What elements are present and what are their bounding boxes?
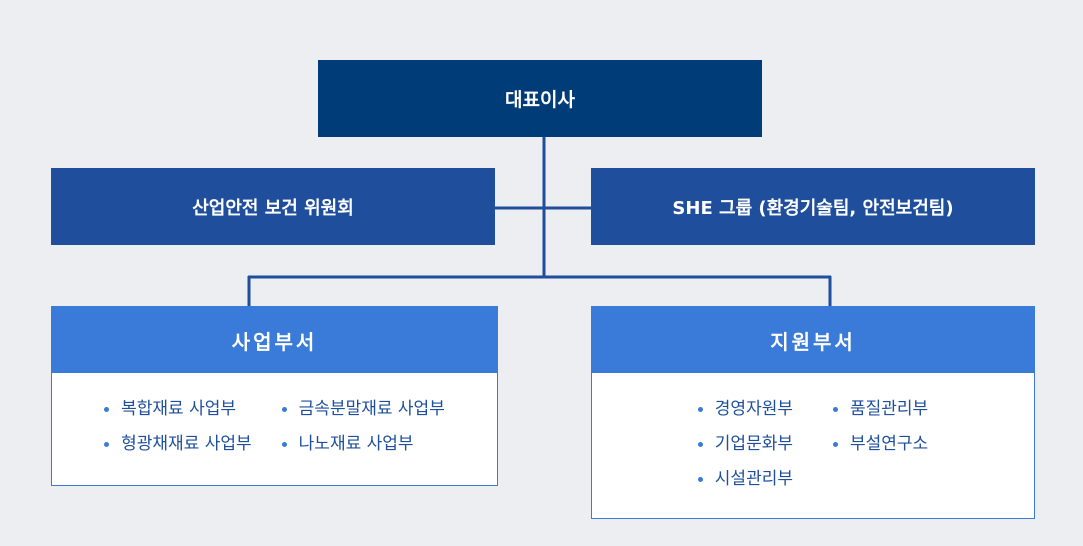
support-division-title: 지원부서 <box>592 307 1034 373</box>
bullet-icon <box>281 407 287 412</box>
list-item-label: 부설연구소 <box>850 434 929 454</box>
list-item-label: 품질관리부 <box>850 399 929 419</box>
list-item-label: 나노재료 사업부 <box>298 434 414 454</box>
list-item: 나노재료 사업부 <box>281 432 445 457</box>
business-division: 사업부서 복합재료 사업부 형광채재료 사업부 금속분말재료 사업부 나노재료 … <box>51 306 498 486</box>
she-group-box: SHE 그룹 (환경기술팀, 안전보건팀) <box>591 168 1035 245</box>
bullet-icon <box>697 477 703 482</box>
list-item: 시설관리부 <box>697 467 793 492</box>
support-column-2: 품질관리부 부설연구소 <box>833 397 928 492</box>
list-item-label: 형광채재료 사업부 <box>121 434 252 454</box>
bullet-icon <box>833 407 838 412</box>
list-item: 기업문화부 <box>697 432 793 457</box>
bullet-icon <box>697 407 703 412</box>
committee-label: 산업안전 보건 위원회 <box>192 197 354 219</box>
support-division: 지원부서 경영자원부 기업문화부 시설관리부 품질관리부 부설연구소 <box>591 306 1035 519</box>
bullet-icon <box>104 407 110 412</box>
bullet-icon <box>833 442 838 447</box>
list-item-label: 복합재료 사업부 <box>121 399 237 419</box>
ceo-box: 대표이사 <box>318 60 762 137</box>
bullet-icon <box>104 442 110 447</box>
she-group-label: SHE 그룹 (환경기술팀, 안전보건팀) <box>672 197 954 219</box>
bullet-icon <box>281 442 287 447</box>
list-item: 경영자원부 <box>697 397 793 422</box>
list-item: 금속분말재료 사업부 <box>281 397 445 422</box>
list-item: 품질관리부 <box>833 397 928 422</box>
ceo-label: 대표이사 <box>505 89 575 111</box>
business-column-1: 복합재료 사업부 형광채재료 사업부 <box>104 397 252 457</box>
list-item: 복합재료 사업부 <box>104 397 252 422</box>
bullet-icon <box>697 442 703 447</box>
list-item: 형광채재료 사업부 <box>104 432 252 457</box>
business-column-2: 금속분말재료 사업부 나노재료 사업부 <box>281 397 445 457</box>
list-item: 부설연구소 <box>833 432 928 457</box>
committee-box: 산업안전 보건 위원회 <box>51 168 495 245</box>
list-item-label: 금속분말재료 사업부 <box>298 399 445 419</box>
list-item-label: 기업문화부 <box>714 434 793 454</box>
list-item-label: 시설관리부 <box>714 469 793 489</box>
support-column-1: 경영자원부 기업문화부 시설관리부 <box>697 397 793 492</box>
list-item-label: 경영자원부 <box>714 399 793 419</box>
business-division-title: 사업부서 <box>52 307 497 373</box>
